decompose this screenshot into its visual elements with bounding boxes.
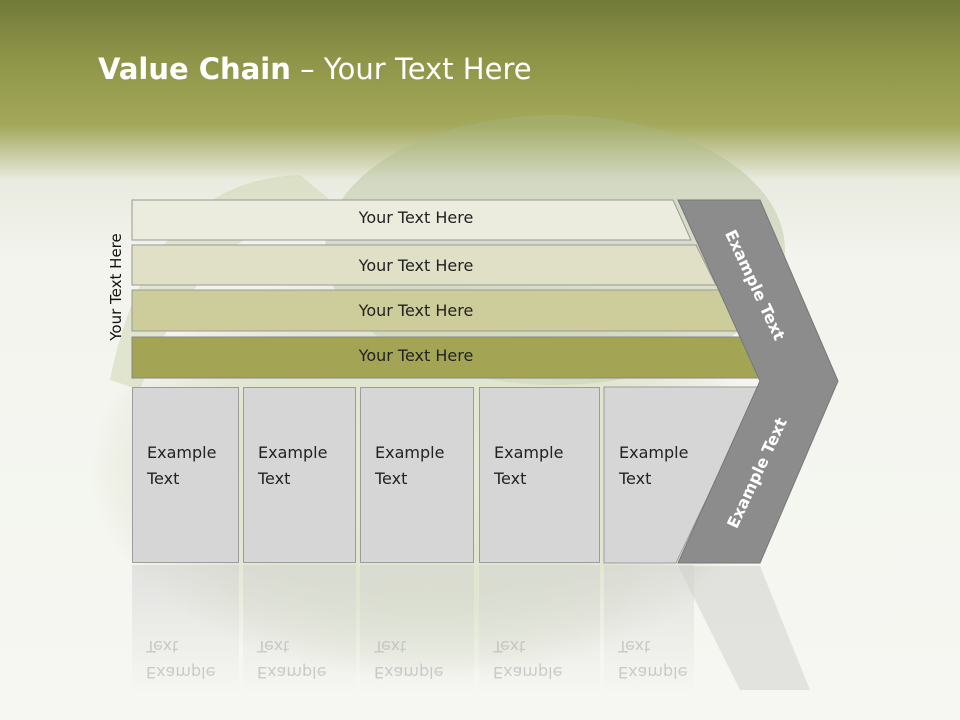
reflection-5-line-1: Example [618, 663, 688, 682]
slide-title: Value Chain – Your Text Here [98, 52, 532, 86]
reflection-1-line-1: Example [146, 663, 216, 682]
box-1-reflection: Example Text [132, 565, 239, 695]
box-5-reflection: Example Text [604, 565, 694, 695]
box-5-line-1: Example [619, 443, 689, 462]
box-2-line-1: Example [258, 443, 328, 462]
row-label-4: Your Text Here [358, 346, 474, 365]
box-4-line-2: Text [494, 469, 527, 488]
box-4-reflection: Example Text [479, 565, 600, 695]
title-bold: Value Chain [98, 52, 291, 86]
box-1-line-2: Text [147, 469, 180, 488]
chevron-arrow [677, 199, 839, 564]
box-2-reflection: Example Text [243, 565, 356, 695]
reflection-5-line-2: Text [618, 637, 651, 656]
box-2-line-2: Text [258, 469, 291, 488]
reflection-1-line-2: Text [146, 637, 179, 656]
reflection-2-line-2: Text [257, 637, 290, 656]
box-3-line-2: Text [375, 469, 408, 488]
row-bar-1 [131, 199, 692, 241]
box-5-line-2: Text [619, 469, 652, 488]
reflection-4-line-1: Example [493, 663, 563, 682]
row-label-1: Your Text Here [358, 208, 474, 227]
chevron-reflection [678, 566, 810, 690]
reflection-3-line-2: Text [374, 637, 407, 656]
box-3-reflection: Example Text [360, 565, 474, 695]
title-rest: – Your Text Here [290, 52, 532, 86]
box-4-line-1: Example [494, 443, 564, 462]
box-3-line-1: Example [375, 443, 445, 462]
row-base [603, 386, 761, 564]
row-label-2: Your Text Here [358, 256, 474, 275]
reflection-2-line-1: Example [257, 663, 327, 682]
row-label-3: Your Text Here [358, 301, 474, 320]
reflection-3-line-1: Example [374, 663, 444, 682]
reflection-4-line-2: Text [493, 637, 526, 656]
box-1-line-1: Example [147, 443, 217, 462]
